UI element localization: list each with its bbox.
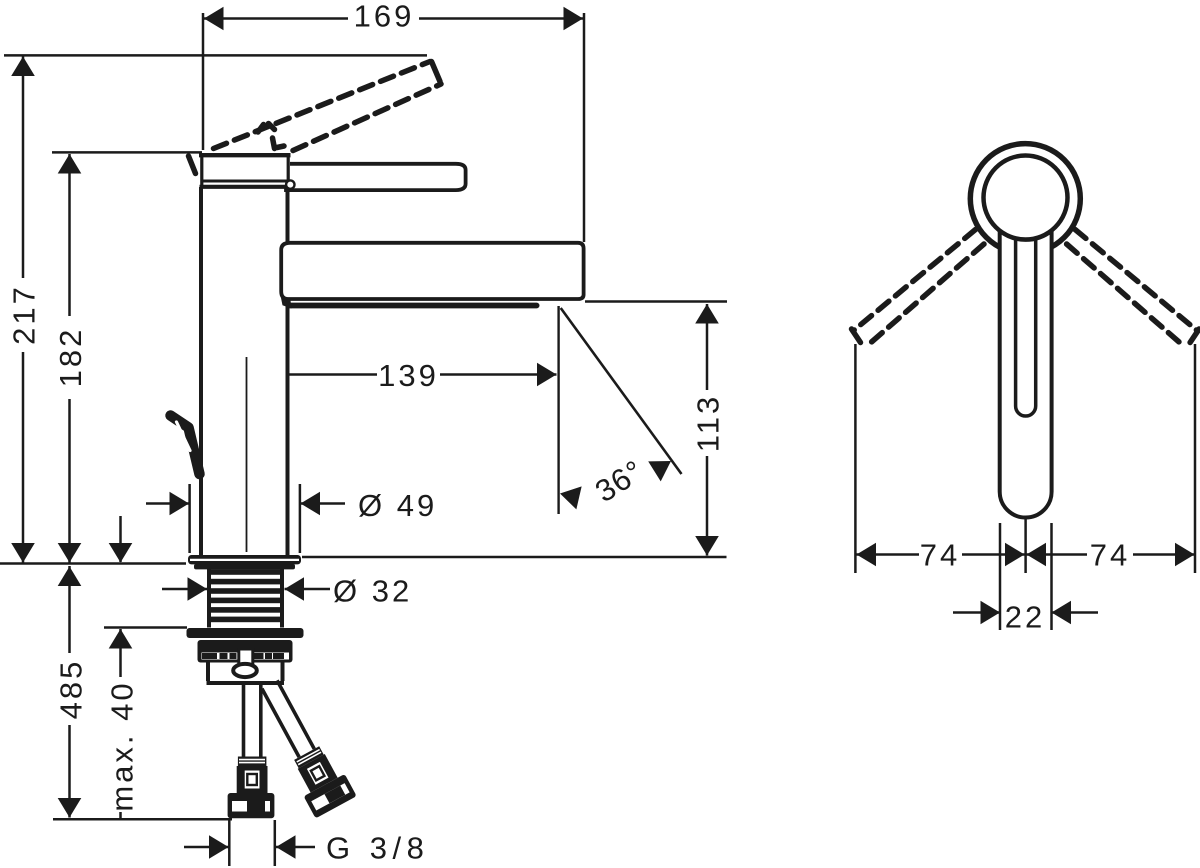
svg-text:485: 485 (53, 659, 88, 720)
svg-text:36°: 36° (589, 453, 650, 509)
svg-text:139: 139 (378, 358, 439, 393)
svg-text:113: 113 (690, 394, 725, 452)
svg-text:217: 217 (6, 284, 41, 345)
svg-text:G 3/8: G 3/8 (326, 831, 429, 866)
svg-text:max. 40: max. 40 (104, 680, 139, 811)
svg-text:169: 169 (354, 0, 415, 34)
svg-text:Ø 49: Ø 49 (358, 488, 437, 523)
svg-text:74: 74 (1090, 538, 1130, 573)
svg-text:182: 182 (53, 327, 88, 388)
svg-text:Ø 32: Ø 32 (333, 573, 412, 608)
svg-text:74: 74 (920, 538, 960, 573)
svg-text:22: 22 (1005, 600, 1045, 635)
